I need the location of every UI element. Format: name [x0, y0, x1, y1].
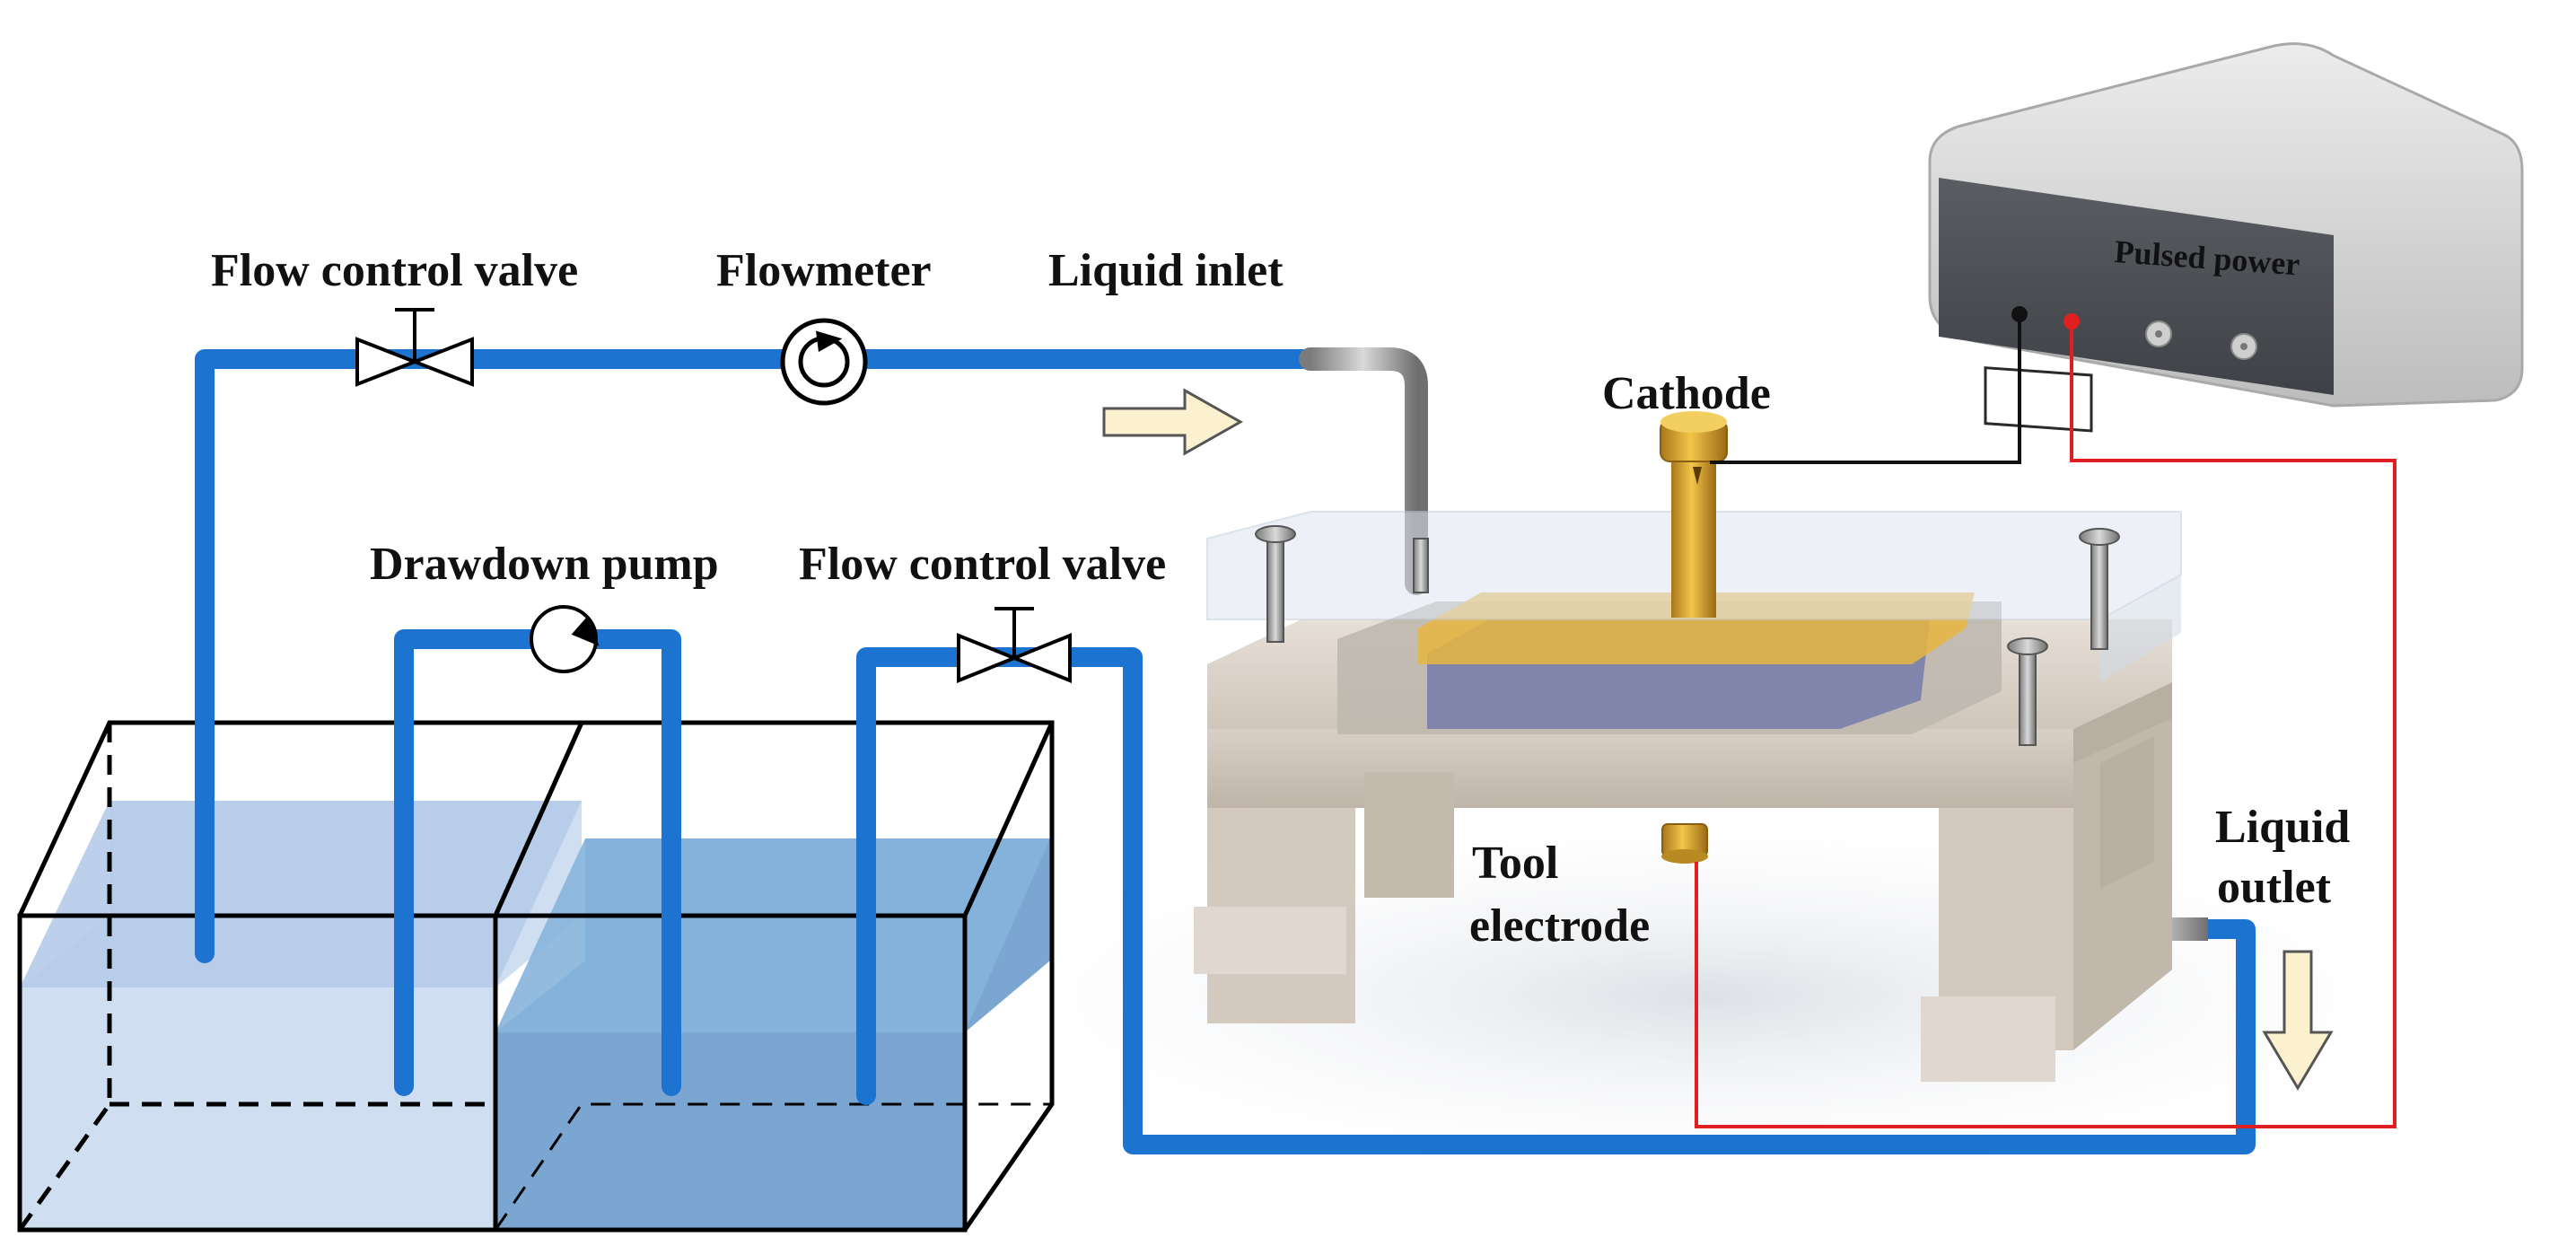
- pulsed-power-supply: [1928, 42, 2524, 433]
- label-tool-electrode-line1: Tool: [1472, 838, 1558, 889]
- flow-control-valve-top: [355, 308, 474, 387]
- right-tank: [493, 720, 1055, 1233]
- inlet-steel-pipe: [1299, 347, 1428, 595]
- left-tank-water-top: [20, 801, 582, 987]
- inlet-flow-arrow: [1102, 388, 1244, 456]
- label-liquid-inlet: Liquid inlet: [1048, 245, 1284, 296]
- flow-control-valve-mid: [957, 607, 1072, 683]
- tool-electrode-nut: [1661, 823, 1708, 864]
- cathode-post: [1660, 411, 1728, 618]
- label-flow-control-valve-top: Flow control valve: [211, 245, 578, 296]
- positive-wire: [1695, 321, 2396, 1128]
- label-cathode: Cathode: [1602, 368, 1771, 419]
- label-flowmeter: Flowmeter: [716, 245, 932, 296]
- label-flow-control-valve-mid: Flow control valve: [799, 539, 1166, 590]
- label-liquid-outlet-line1: Liquid: [2215, 802, 2350, 853]
- flowmeter-icon: [780, 318, 868, 406]
- drawdown-pump-icon: [530, 605, 600, 673]
- right-tank-water-top: [495, 838, 1050, 1032]
- label-drawdown-pump: Drawdown pump: [370, 539, 719, 590]
- outlet-flow-arrow: [2262, 950, 2334, 1091]
- negative-wire: [1710, 314, 2021, 464]
- label-tool-electrode-line2: electrode: [1469, 900, 1650, 952]
- label-liquid-outlet-line2: outlet: [2217, 862, 2332, 913]
